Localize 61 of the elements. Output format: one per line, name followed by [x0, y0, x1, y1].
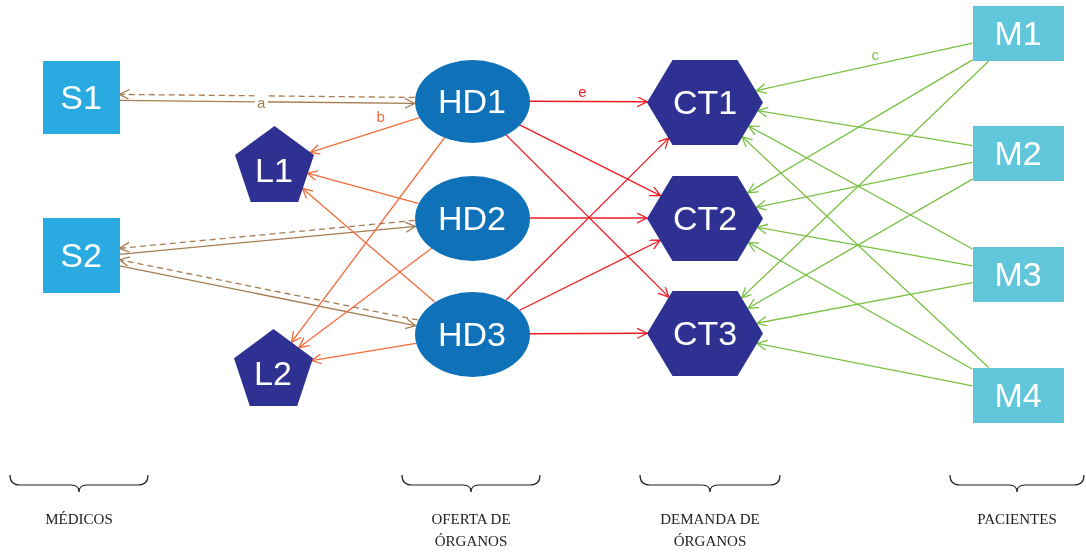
arrow [757, 106, 974, 147]
group-label: MÉDICOS [44, 510, 114, 529]
node-label: CT2 [672, 201, 738, 235]
group-label: OFERTA DE ÓRGANOS [430, 510, 512, 551]
node-label: HD3 [438, 317, 506, 351]
node-label: HD1 [438, 84, 506, 118]
node-label: L1 [255, 153, 293, 187]
arrow [309, 117, 421, 155]
arrow [756, 339, 974, 387]
pentagon-node [234, 126, 314, 202]
node-label: S2 [60, 238, 102, 272]
arrow [528, 327, 648, 339]
arrow [118, 256, 419, 321]
edge-label: b [374, 108, 387, 124]
arrow [290, 136, 446, 343]
pentagon-node [233, 328, 313, 406]
edge-label: a [255, 94, 268, 110]
arrow [519, 239, 661, 311]
node-label: M1 [994, 16, 1042, 50]
arrow [518, 124, 662, 197]
node-label: M4 [994, 378, 1042, 412]
square-node [42, 60, 120, 134]
ellipse-node [414, 59, 530, 143]
arrow [741, 136, 990, 369]
hexagon-node [647, 290, 763, 376]
arrow [118, 265, 417, 330]
arrow [747, 125, 974, 250]
arrow [755, 161, 974, 211]
arrow [310, 342, 417, 365]
arrow [756, 223, 974, 267]
square-node [42, 217, 120, 293]
arrow [747, 178, 974, 309]
square-node [972, 125, 1064, 181]
node-label: M3 [994, 257, 1042, 291]
arrow [528, 96, 648, 108]
arrow [756, 281, 974, 327]
group-label: DEMANDA DE ÓRGANOS [659, 510, 761, 551]
arrow [298, 247, 433, 349]
hexagon-node [647, 175, 763, 261]
square-node [972, 367, 1064, 423]
square-node [972, 5, 1064, 61]
arrow [528, 212, 648, 224]
arrow [741, 59, 990, 299]
group-label: PACIENTES [976, 510, 1058, 529]
node-label: HD2 [438, 201, 506, 235]
arrow [747, 241, 974, 370]
square-node [972, 246, 1064, 302]
node-label: CT3 [672, 316, 738, 350]
node-label: M2 [994, 136, 1042, 170]
arrow [755, 42, 974, 95]
hexagon-node [647, 59, 763, 145]
node-label: L2 [254, 356, 292, 390]
arrow [747, 59, 974, 194]
ellipse-node [414, 291, 530, 377]
arrow [118, 97, 416, 109]
arrow [118, 88, 416, 101]
ellipse-node [414, 175, 530, 261]
node-label: CT1 [672, 85, 738, 119]
arrow [306, 170, 419, 204]
arrow [301, 187, 436, 303]
node-label: S1 [60, 80, 102, 114]
